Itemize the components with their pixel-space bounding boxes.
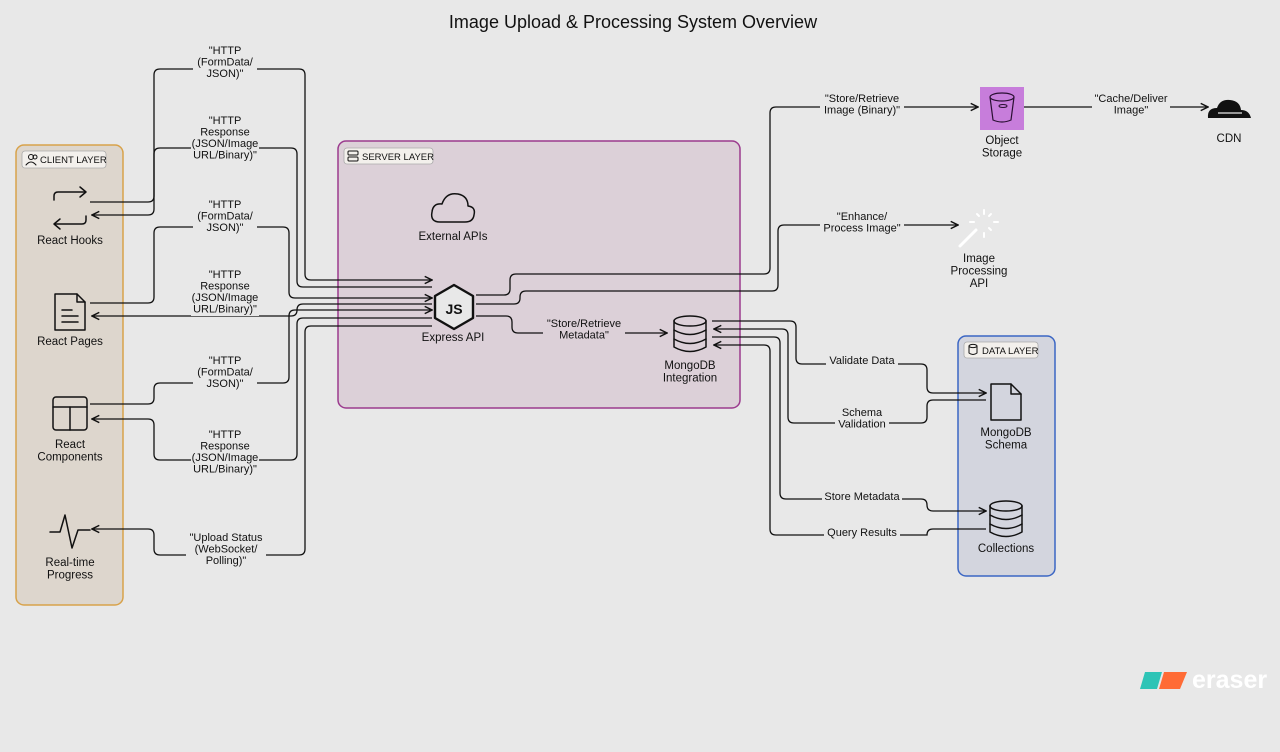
server-icon bbox=[347, 150, 359, 162]
svg-text:"HTTP(FormData/JSON)": "HTTP(FormData/JSON)" bbox=[197, 199, 254, 234]
svg-text:Query Results: Query Results bbox=[827, 527, 897, 539]
svg-text:Validate Data: Validate Data bbox=[829, 355, 895, 367]
node-external-apis[interactable]: External APIs bbox=[418, 192, 488, 243]
svg-text:"HTTP(FormData/JSON)": "HTTP(FormData/JSON)" bbox=[197, 45, 254, 80]
label-enhance: "Enhance/Process Image" bbox=[820, 210, 904, 235]
svg-text:Store Metadata: Store Metadata bbox=[824, 491, 900, 503]
svg-text:React Hooks: React Hooks bbox=[37, 235, 103, 247]
node-express-api[interactable]: JS Express API bbox=[422, 283, 485, 344]
node-react-pages[interactable]: React Pages bbox=[37, 293, 103, 348]
edge-pages-response bbox=[92, 303, 432, 316]
edge-store-metadata bbox=[712, 336, 986, 511]
label-validate-data: Validate Data bbox=[826, 354, 898, 368]
data-layer-group: DATA LAYER bbox=[957, 335, 1056, 577]
edge-enhance bbox=[476, 225, 958, 305]
svg-text:React Pages: React Pages bbox=[37, 336, 103, 348]
label-upload-status: "Upload Status(WebSocket/Polling)" bbox=[186, 531, 266, 567]
label-query-results: Query Results bbox=[824, 526, 900, 540]
svg-text:Express API: Express API bbox=[422, 332, 485, 344]
bucket-icon bbox=[980, 87, 1024, 130]
document-icon bbox=[54, 293, 86, 331]
svg-text:External APIs: External APIs bbox=[418, 231, 487, 243]
svg-text:"Enhance/Process Image": "Enhance/Process Image" bbox=[823, 211, 900, 235]
client-layer-label: CLIENT LAYER bbox=[40, 155, 107, 166]
database-small-icon bbox=[968, 343, 978, 355]
magic-wand-icon bbox=[958, 209, 999, 248]
users-icon bbox=[25, 154, 38, 166]
activity-icon bbox=[49, 514, 91, 549]
database-icon bbox=[989, 500, 1023, 538]
edge-express-mongodb bbox=[476, 315, 667, 333]
data-layer-label: DATA LAYER bbox=[982, 346, 1039, 357]
label-http-request-2: "HTTP(FormData/JSON)" bbox=[193, 198, 257, 234]
eraser-watermark: eraser bbox=[1140, 666, 1267, 694]
svg-text:"Upload Status(WebSocket/Polli: "Upload Status(WebSocket/Polling)" bbox=[189, 532, 263, 567]
svg-text:eraser: eraser bbox=[1192, 666, 1267, 694]
label-store-metadata: Store Metadata bbox=[822, 490, 902, 504]
cloudflare-icon bbox=[1207, 99, 1251, 118]
database-icon bbox=[673, 315, 707, 353]
label-http-request-3: "HTTP(FormData/JSON)" bbox=[193, 354, 257, 390]
svg-text:"HTTP(FormData/JSON)": "HTTP(FormData/JSON)" bbox=[197, 355, 254, 390]
edges bbox=[90, 68, 1208, 556]
cloud-icon bbox=[430, 192, 476, 223]
edge-store-image bbox=[476, 107, 978, 296]
nodejs-icon: JS bbox=[433, 283, 475, 331]
node-collections[interactable]: Collections bbox=[978, 500, 1034, 555]
node-cdn[interactable]: CDN bbox=[1207, 99, 1251, 145]
node-react-hooks[interactable]: React Hooks bbox=[37, 186, 103, 247]
server-layer-label: SERVER LAYER bbox=[362, 152, 434, 163]
client-layer-group: CLIENT LAYER bbox=[15, 144, 124, 606]
svg-text:Collections: Collections bbox=[978, 543, 1034, 555]
svg-text:JS: JS bbox=[445, 301, 462, 317]
layout-icon bbox=[52, 396, 88, 431]
label-http-request-1: "HTTP(FormData/JSON)" bbox=[193, 44, 257, 80]
edge-query-results bbox=[714, 345, 986, 536]
svg-text:CDN: CDN bbox=[1217, 133, 1242, 145]
repeat-icon bbox=[53, 186, 87, 230]
diagram-title: Image Upload & Processing System Overvie… bbox=[449, 12, 818, 32]
file-icon bbox=[990, 383, 1022, 421]
eraser-logo-icon bbox=[1140, 672, 1187, 689]
